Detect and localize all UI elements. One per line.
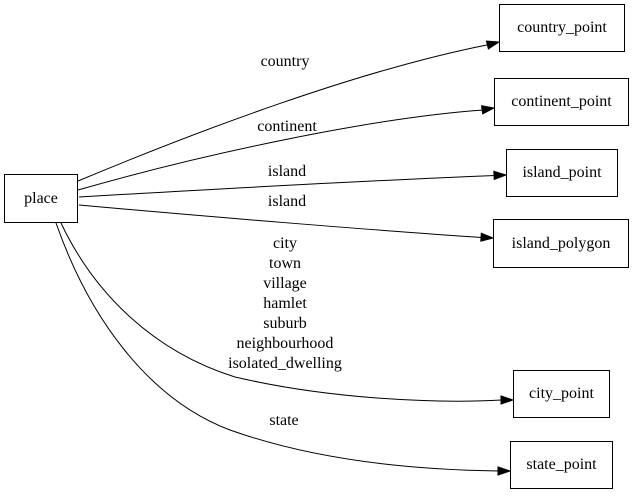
arrowhead-icon <box>480 105 496 115</box>
edge-line <box>77 44 489 182</box>
node-continent-point: continent_point <box>494 78 629 126</box>
arrowhead-icon <box>485 40 501 50</box>
edge-place-island-polygon <box>78 204 495 242</box>
edge-line <box>60 222 503 402</box>
edge-line <box>78 175 496 198</box>
node-place: place <box>4 174 78 223</box>
node-state-point: state_point <box>510 441 613 489</box>
node-label: city_point <box>529 385 594 402</box>
edge-line <box>55 222 500 472</box>
edge-line <box>77 109 484 191</box>
node-label: place <box>24 189 58 207</box>
edge-label-line: suburb <box>263 315 307 332</box>
edge-label-line: isolated_dwelling <box>228 355 342 372</box>
node-label: state_point <box>526 456 597 473</box>
edge-place-continent-point <box>77 105 496 191</box>
edge-label-line: town <box>268 255 301 272</box>
edge-label-city-point-stack: city town village hamlet suburb neighbou… <box>228 234 342 374</box>
edge-place-city-point <box>60 222 515 405</box>
node-label: country_point <box>517 19 607 36</box>
edge-place-island-point <box>78 170 508 198</box>
node-label: island_polygon <box>511 234 611 252</box>
arrowhead-icon <box>497 466 512 476</box>
node-city-point: city_point <box>513 370 610 418</box>
edge-label-line: city <box>272 235 297 252</box>
edge-place-state-point <box>55 222 512 476</box>
edge-label-line: hamlet <box>263 295 307 312</box>
arrowhead-icon <box>480 232 495 242</box>
edge-label-island-polygon: island <box>267 193 307 210</box>
node-country-point: country_point <box>499 4 625 52</box>
edge-label-continent: continent <box>257 118 317 135</box>
node-island-point: island_point <box>506 149 618 197</box>
node-island-polygon: island_polygon <box>493 219 629 268</box>
node-label: continent_point <box>511 93 612 110</box>
edge-label-country: country <box>260 53 310 70</box>
edge-line <box>78 204 483 238</box>
arrowhead-icon <box>500 395 515 405</box>
edge-label-line: neighbourhood <box>236 335 334 352</box>
edge-label-state: state <box>269 412 299 429</box>
edge-label-line: village <box>263 275 307 292</box>
node-label: island_point <box>522 164 602 181</box>
arrowhead-icon <box>493 170 508 181</box>
edge-label-island-point: island <box>267 163 307 180</box>
edge-place-country-point <box>77 40 501 182</box>
